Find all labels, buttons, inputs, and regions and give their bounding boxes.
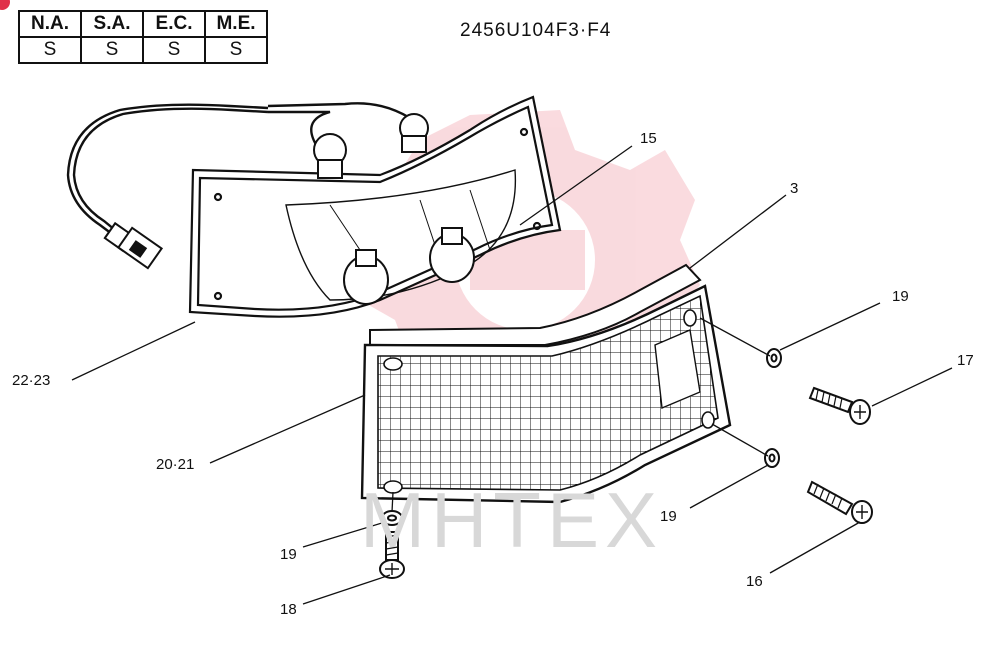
- region-value-na: S: [18, 36, 82, 64]
- screw-16: [806, 480, 873, 524]
- corner-marker: [0, 0, 10, 10]
- screw-18: [379, 531, 405, 579]
- lens: [360, 284, 732, 504]
- callout-17: 17: [957, 352, 974, 369]
- leader-18: [302, 574, 391, 605]
- region-header-na: N.A.: [18, 10, 82, 38]
- callout-22-23: 22·23: [12, 372, 51, 389]
- region-header-row: N.A. S.A. E.C. M.E.: [18, 10, 268, 38]
- washer-top-right: [766, 348, 782, 368]
- leader-15: [519, 145, 633, 226]
- callout-16: 16: [746, 573, 763, 590]
- wire-harness: [66, 102, 411, 235]
- region-header-ec: E.C.: [142, 10, 206, 38]
- leader-lens-screw-bottom: [391, 491, 394, 513]
- leader-19-mid: [689, 464, 769, 509]
- washer-bottom: [381, 510, 403, 526]
- leader-17: [871, 367, 953, 407]
- callout-19-bottom: 19: [280, 546, 297, 563]
- leader-19-top: [779, 302, 881, 351]
- region-header-me: M.E.: [204, 10, 268, 38]
- watermark-text: MHTEX: [360, 476, 663, 564]
- leader-lines: [71, 145, 953, 605]
- region-value-ec: S: [142, 36, 206, 64]
- leader-19-bottom: [302, 522, 383, 548]
- region-header-sa: S.A.: [80, 10, 144, 38]
- callout-15: 15: [640, 130, 657, 147]
- leader-22-23: [71, 321, 196, 381]
- socket-top-left: [313, 133, 347, 179]
- leader-20-21: [209, 394, 366, 464]
- region-value-me: S: [204, 36, 268, 64]
- region-table: N.A. S.A. E.C. M.E. S S S S: [18, 10, 268, 64]
- callout-18: 18: [280, 601, 297, 618]
- lamp-housing: [188, 95, 562, 318]
- region-value-sa: S: [80, 36, 144, 64]
- callout-19-mid: 19: [660, 508, 677, 525]
- callout-3: 3: [790, 180, 799, 197]
- leader-16: [769, 521, 861, 574]
- leader-lens-screw-mid: [711, 423, 769, 457]
- region-value-row: S S S S: [18, 36, 268, 64]
- bulb-left: [343, 249, 389, 305]
- part-code: 2456U104F3·F4: [460, 20, 612, 41]
- screw-17: [808, 386, 871, 425]
- washer-mid-right: [764, 448, 780, 468]
- callout-19-top: 19: [892, 288, 909, 305]
- bulb-right: [429, 227, 475, 283]
- wire-connector: [103, 221, 164, 270]
- socket-top-right: [399, 113, 429, 153]
- leader-lens-screw-top: [699, 317, 771, 357]
- callout-20-21: 20·21: [156, 456, 195, 473]
- gasket: [369, 263, 702, 346]
- leader-3: [689, 194, 787, 269]
